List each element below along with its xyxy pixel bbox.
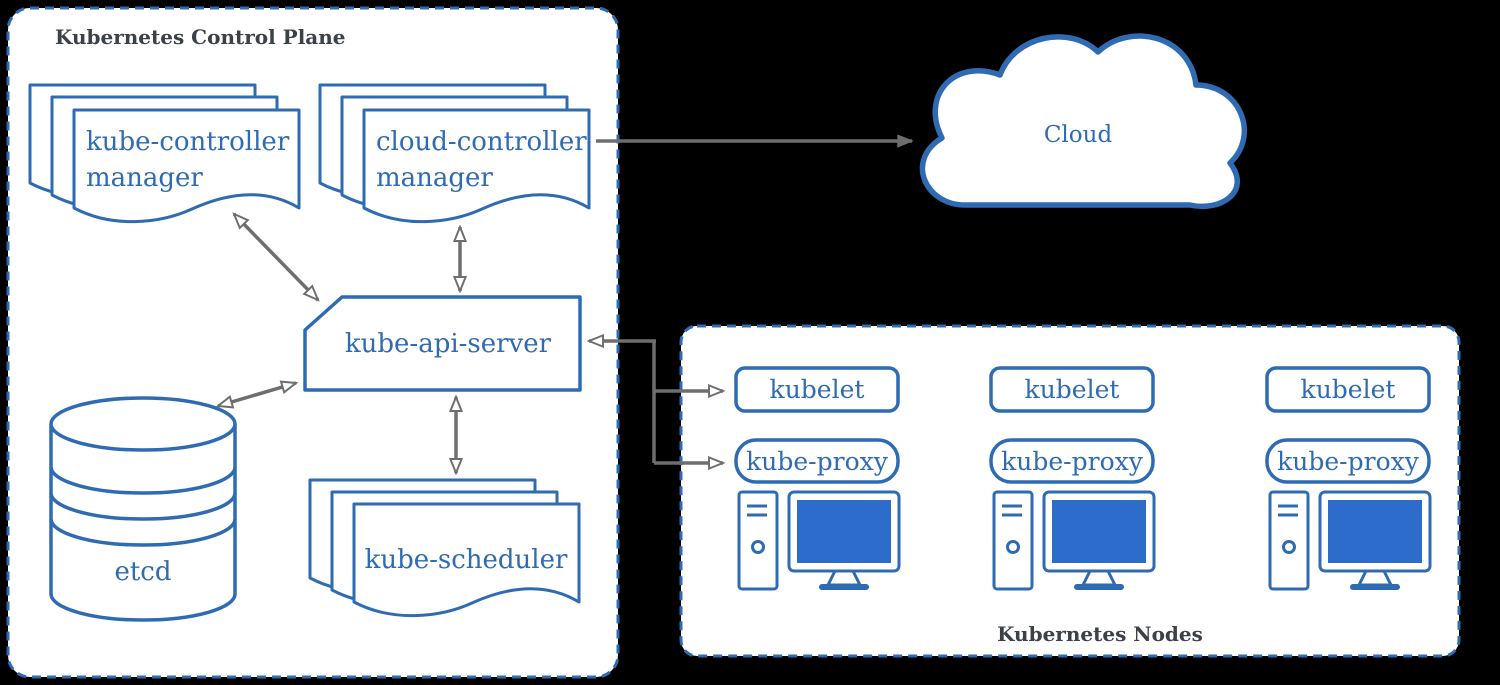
kube-proxy-label: kube-proxy [1277,447,1420,476]
kubelet-label: kubelet [770,375,865,404]
kubelet-box [989,366,1155,413]
cloud-shape [919,33,1248,210]
kubelet-label: kubelet [1301,375,1396,404]
node-2: kubelet kube-proxy [989,366,1155,589]
kube-proxy-box [1265,438,1431,484]
cloud-group: Cloud [919,33,1248,210]
kube-proxy-box [989,438,1155,484]
cloud-controller-manager-label-line2: manager [376,163,493,193]
kube-api-server-box [303,295,582,392]
etcd-cylinder-body [49,424,237,622]
connection-arrows [218,134,914,473]
nodes-panel-title: Kubernetes Nodes [997,622,1203,646]
kube-controller-manager-label-line2: manager [86,163,203,193]
nodes-panel: Kubernetes Nodes kubelet kube-proxy kube… [679,324,1461,658]
etcd-label: etcd [114,557,171,587]
kubelet-box [1265,366,1431,413]
arrow-etcd-api-server [218,383,296,406]
kube-proxy-label: kube-proxy [746,447,889,476]
etcd-database-shape: etcd [49,396,237,622]
cloud-controller-manager-label-line1: cloud-controller [376,127,587,157]
kubelet-box [734,366,900,413]
kube-proxy-box [734,438,900,484]
node-3: kubelet kube-proxy [1265,366,1431,589]
cloud-controller-manager-shape: cloud-controller manager [318,83,591,224]
etcd-disk-line [49,466,237,495]
kube-scheduler-shape: kube-scheduler [308,478,581,618]
control-plane-title: Kubernetes Control Plane [55,25,346,49]
cloud-label: Cloud [1044,122,1113,148]
kube-controller-manager-shape: kube-controller manager [28,83,301,224]
kube-api-server-label: kube-api-server [345,329,552,359]
kube-proxy-label: kube-proxy [1001,447,1144,476]
control-plane-panel: Kubernetes Control Plane kube-controller… [6,6,620,679]
kube-scheduler-label: kube-scheduler [365,545,568,575]
etcd-disk-line [49,518,237,547]
kube-api-server-shape: kube-api-server [303,295,582,392]
kubelet-label: kubelet [1025,375,1120,404]
etcd-cylinder-top [49,396,237,452]
etcd-disk-line [49,492,237,521]
node-1: kubelet kube-proxy [734,366,900,589]
kube-controller-manager-label-line1: kube-controller [86,127,290,157]
arrow-kube-controller-manager-api-server [234,214,318,300]
